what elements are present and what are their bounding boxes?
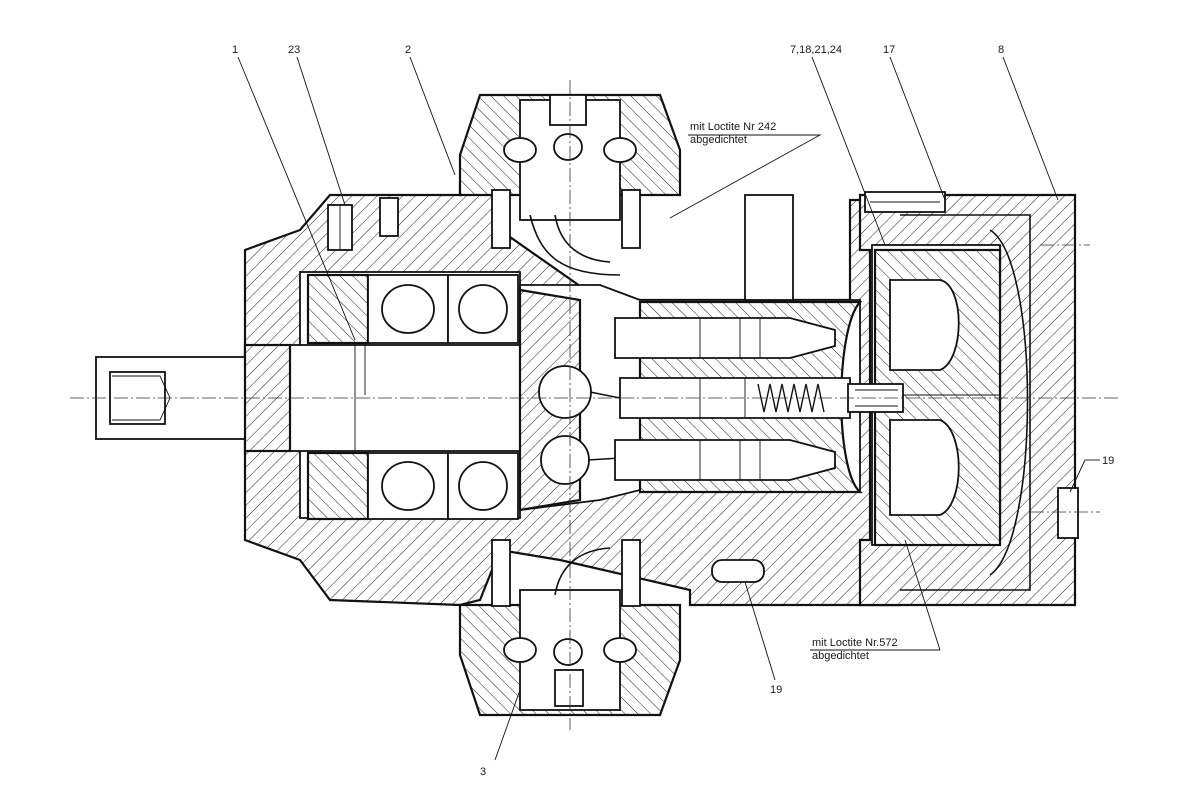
upper-bearings — [306, 273, 519, 345]
part-label-7-18-21-24: 7,18,21,24 — [790, 44, 842, 56]
part-label-2: 2 — [405, 44, 411, 56]
part-labels: 1 23 2 7,18,21,24 17 8 19 19 3 — [232, 44, 1114, 778]
note-abgedichtet-top: abgedichtet — [690, 134, 747, 146]
part-label-19-right: 19 — [1102, 455, 1114, 467]
drive-flange — [518, 288, 621, 512]
part-label-23: 23 — [288, 44, 300, 56]
leader-lines — [237, 56, 1100, 761]
part-label-3: 3 — [480, 766, 486, 778]
part-label-1: 1 — [232, 44, 238, 56]
lower-bearings — [306, 451, 519, 521]
note-abgedichtet-bottom: abgedichtet — [812, 650, 869, 662]
part-label-17: 17 — [883, 44, 895, 56]
sealing-notes: mit Loctite Nr 242 abgedichtet mit Locti… — [690, 121, 898, 662]
valve-plate — [873, 248, 1002, 547]
center-lines — [70, 80, 1120, 730]
fasteners — [327, 191, 1079, 583]
note-loctite-242: mit Loctite Nr 242 — [690, 121, 776, 133]
note-loctite-572: mit Loctite Nr.572 — [812, 637, 898, 649]
part-label-8: 8 — [998, 44, 1004, 56]
part-label-19-bottom: 19 — [770, 684, 782, 696]
